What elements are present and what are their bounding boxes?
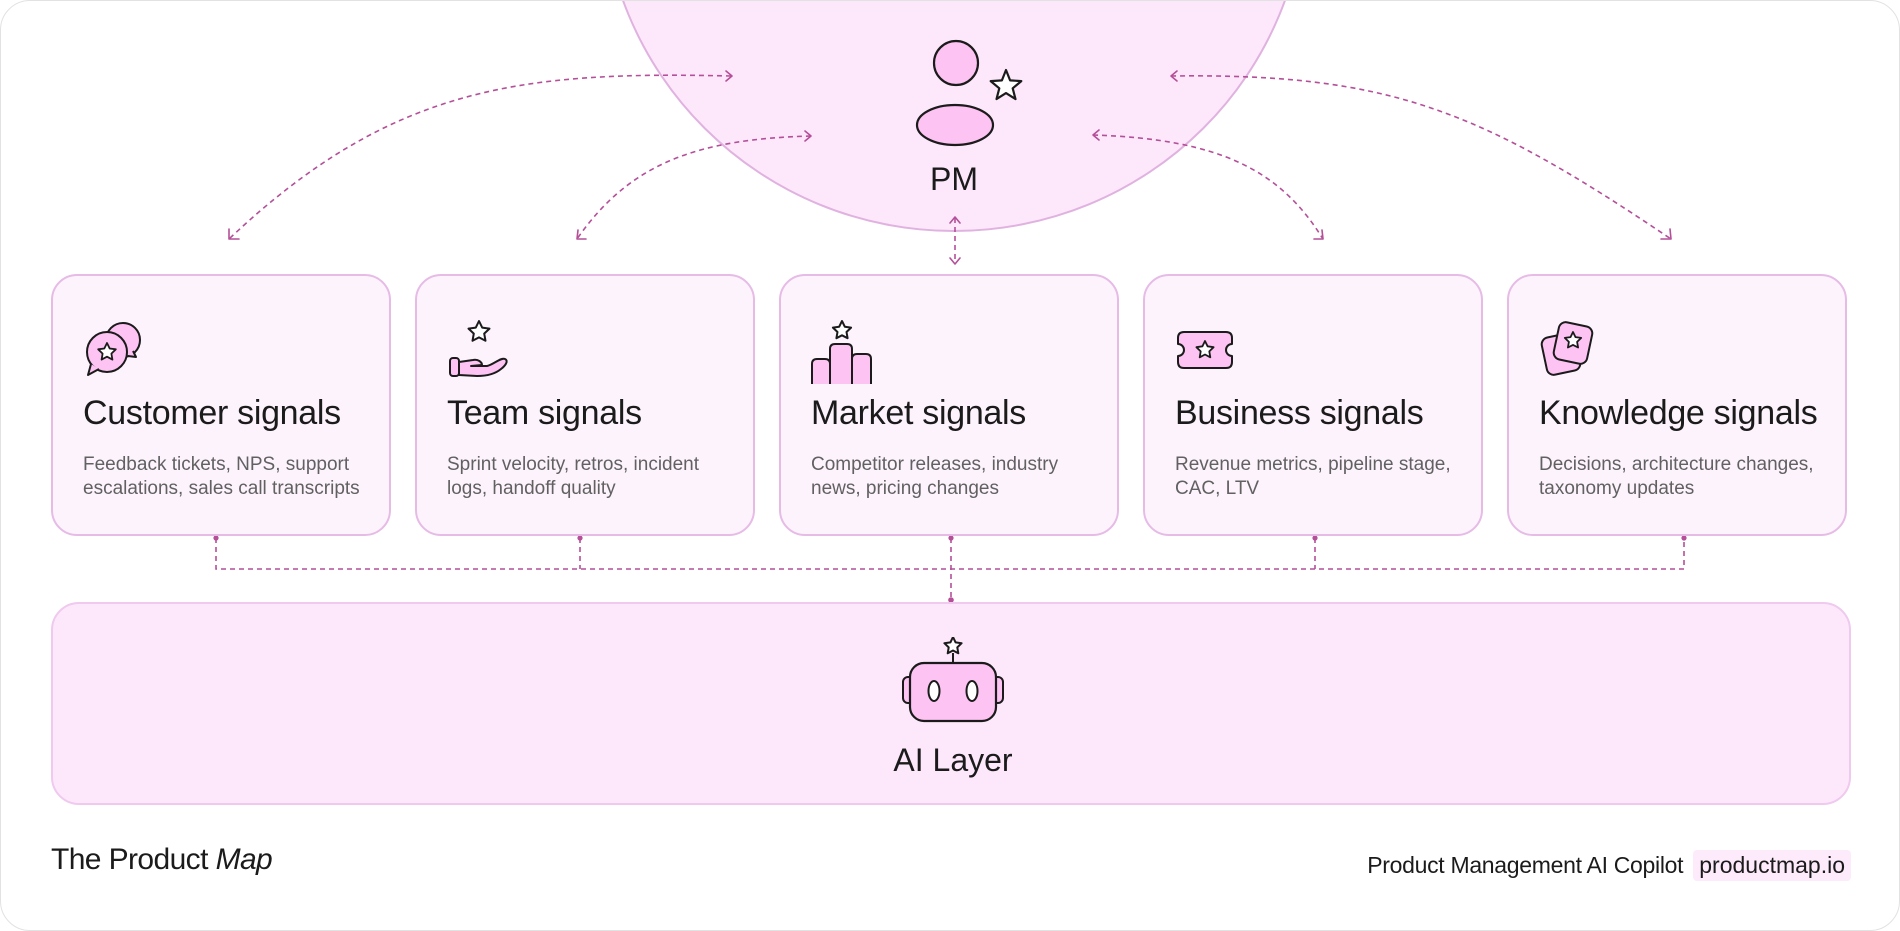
card-description: Decisions, architecture changes, taxonom… (1539, 454, 1814, 499)
pm-label: PM (930, 161, 978, 197)
card-title: Customer signals (83, 394, 341, 432)
connector-pm-knowledge (1170, 75, 1672, 240)
connector-dot (1681, 535, 1687, 541)
card-title: Knowledge signals (1539, 394, 1818, 432)
card-title: Team signals (447, 394, 642, 432)
card-description: Competitor releases, industry news, pric… (811, 454, 1059, 499)
brand-prefix: The Product (51, 843, 208, 876)
arrowhead-knowledge-top (1170, 70, 1178, 82)
brand-logo: The Product Map (51, 843, 273, 877)
arrowhead-market-top (949, 216, 961, 224)
connector-dot (1312, 535, 1318, 541)
person-star-icon (915, 39, 1023, 147)
arrowhead-customer-top (725, 70, 733, 82)
connector-dot (948, 597, 954, 603)
connector-pm-team (576, 135, 812, 240)
cards-star-icon (1540, 321, 1594, 376)
footer-tagline: Product Management AI Copilot productmap… (1367, 850, 1851, 881)
signal-card-knowledge: Knowledge signals Decisions, architectur… (1507, 274, 1847, 536)
connector-pm-customer (228, 74, 732, 240)
arrowhead-knowledge-bottom (1660, 228, 1672, 240)
website-link[interactable]: productmap.io (1693, 850, 1851, 881)
robot-star-icon (902, 637, 1004, 723)
signal-card-business: Business signals Revenue metrics, pipeli… (1143, 274, 1483, 536)
signal-card-market: Market signals Competitor releases, indu… (779, 274, 1119, 536)
ai-layer-label: AI Layer (893, 742, 1013, 778)
connector-bus (215, 538, 1685, 570)
brand-emphasis: Map (215, 843, 273, 876)
card-title: Business signals (1175, 394, 1424, 432)
card-description: Revenue metrics, pipeline stage, CAC, LT… (1175, 454, 1451, 499)
signal-card-customer: Customer signals Feedback tickets, NPS, … (51, 274, 391, 536)
tagline-text: Product Management AI Copilot (1367, 852, 1684, 878)
card-description: Sprint velocity, retros, incident logs, … (447, 454, 700, 499)
arrowhead-team-bottom (576, 229, 587, 240)
card-title: Market signals (811, 394, 1026, 432)
arrowhead-market-bottom (949, 257, 961, 265)
connector-dot (577, 535, 583, 541)
card-description: Feedback tickets, NPS, support escalatio… (83, 454, 360, 499)
arrowhead-business-bottom (1313, 229, 1324, 240)
podium-star-icon (811, 320, 872, 384)
ai-layer-panel: AI Layer (51, 602, 1851, 805)
arrowhead-customer-bottom (228, 228, 240, 240)
ticket-star-icon (1177, 331, 1233, 369)
hand-star-icon (449, 320, 508, 377)
connector-dot (213, 535, 219, 541)
arrowhead-team-top (804, 130, 812, 142)
chat-bubbles-star-icon (86, 322, 141, 376)
connector-dot (948, 535, 954, 541)
signal-card-team: Team signals Sprint velocity, retros, in… (415, 274, 755, 536)
arrowhead-business-top (1092, 129, 1100, 141)
connector-pm-business (1092, 134, 1324, 240)
